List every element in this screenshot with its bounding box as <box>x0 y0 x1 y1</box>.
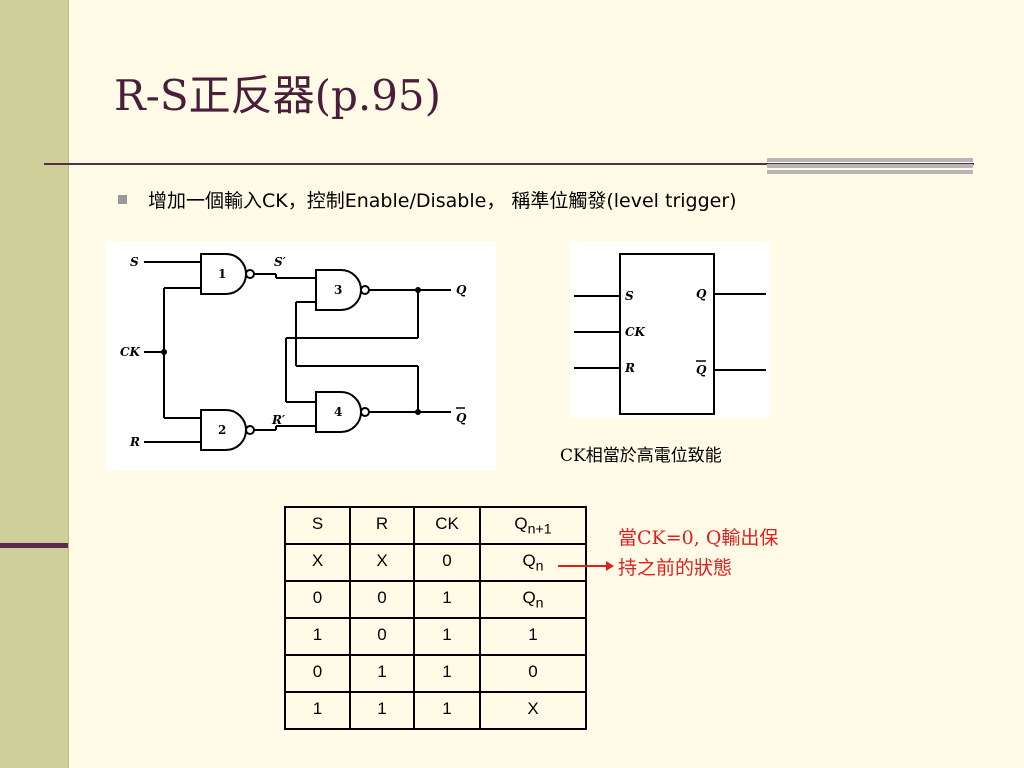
table-row: 1 0 1 1 <box>284 617 587 656</box>
gate-4-label: 4 <box>334 405 342 419</box>
table-cell: 1 <box>413 654 481 693</box>
table-cell: 1 <box>413 691 481 730</box>
table-cell: 1 <box>284 617 351 656</box>
rule-stripes <box>767 158 973 178</box>
bullet-square-icon <box>118 195 127 204</box>
table-cell: 0 <box>349 617 415 656</box>
table-cell: Qn <box>479 580 587 619</box>
table-cell: 1 <box>413 617 481 656</box>
bullet-text: 增加一個輸入CK，控制Enable/Disable， 稱準位觸發(level t… <box>148 190 737 212</box>
table-cell: 0 <box>284 654 351 693</box>
table-cell: 0 <box>479 654 587 693</box>
header-cell: Qn+1 <box>479 506 587 545</box>
table-cell: 0 <box>349 580 415 619</box>
table-cell: 0 <box>284 580 351 619</box>
header-cell: CK <box>413 506 481 545</box>
gate-1-label: 1 <box>218 267 226 281</box>
left-decor-band <box>0 0 69 768</box>
title-rule <box>44 163 974 165</box>
table-cell: 1 <box>349 654 415 693</box>
table-row: 1 1 1 X <box>284 691 587 730</box>
table-cell: 1 <box>349 691 415 730</box>
slide-title: R-S正反器(p.95) <box>114 71 442 120</box>
input-label-r: R <box>129 435 140 449</box>
qbar-junction-dot <box>415 409 421 415</box>
table-cell: 0 <box>413 543 481 582</box>
ck-junction-dot <box>161 349 167 355</box>
arrow-right-icon <box>558 561 614 571</box>
label-r-prime: R′ <box>271 413 286 427</box>
table-cell: 1 <box>479 617 587 656</box>
table-cell: X <box>284 543 351 582</box>
table-cell: 1 <box>284 691 351 730</box>
ck-zero-note: 當CK=0, Q輸出保持之前的狀態 <box>618 527 779 579</box>
gate-2-label: 2 <box>218 423 226 437</box>
block-pin-s: S <box>625 289 634 303</box>
truth-table: S R CK Qn+1 X X 0 Qn 0 0 1 Qn 1 0 1 1 0 … <box>284 506 587 730</box>
truth-table-header-row: S R CK Qn+1 <box>284 506 587 545</box>
gate-3-label: 3 <box>334 283 342 297</box>
input-label-s: S <box>130 255 139 269</box>
label-s-prime: S′ <box>274 255 287 269</box>
output-label-qbar: Q <box>456 411 467 425</box>
input-label-ck: CK <box>120 345 141 359</box>
q-junction-dot <box>415 287 421 293</box>
block-pin-ck: CK <box>625 325 646 339</box>
header-cell: R <box>349 506 415 545</box>
block-pin-r: R <box>624 361 635 375</box>
table-cell: Qn <box>479 543 587 582</box>
table-row: 0 1 1 0 <box>284 654 587 693</box>
left-accent-bar <box>0 543 68 548</box>
circuit-diagram: S CK R S′ R′ Q Q 1 2 3 4 <box>106 242 496 470</box>
block-pin-q: Q <box>696 287 707 301</box>
block-pin-qbar: Q <box>696 363 707 377</box>
flipflop-block-symbol: S CK R Q Q <box>570 242 770 418</box>
table-cell: X <box>479 691 587 730</box>
table-cell: X <box>349 543 415 582</box>
header-cell: S <box>284 506 351 545</box>
table-cell: 1 <box>413 580 481 619</box>
table-row: X X 0 Qn <box>284 543 587 582</box>
table-row: 0 0 1 Qn <box>284 580 587 619</box>
ck-caption: CK相當於高電位致能 <box>560 446 722 466</box>
output-label-q: Q <box>456 283 467 297</box>
